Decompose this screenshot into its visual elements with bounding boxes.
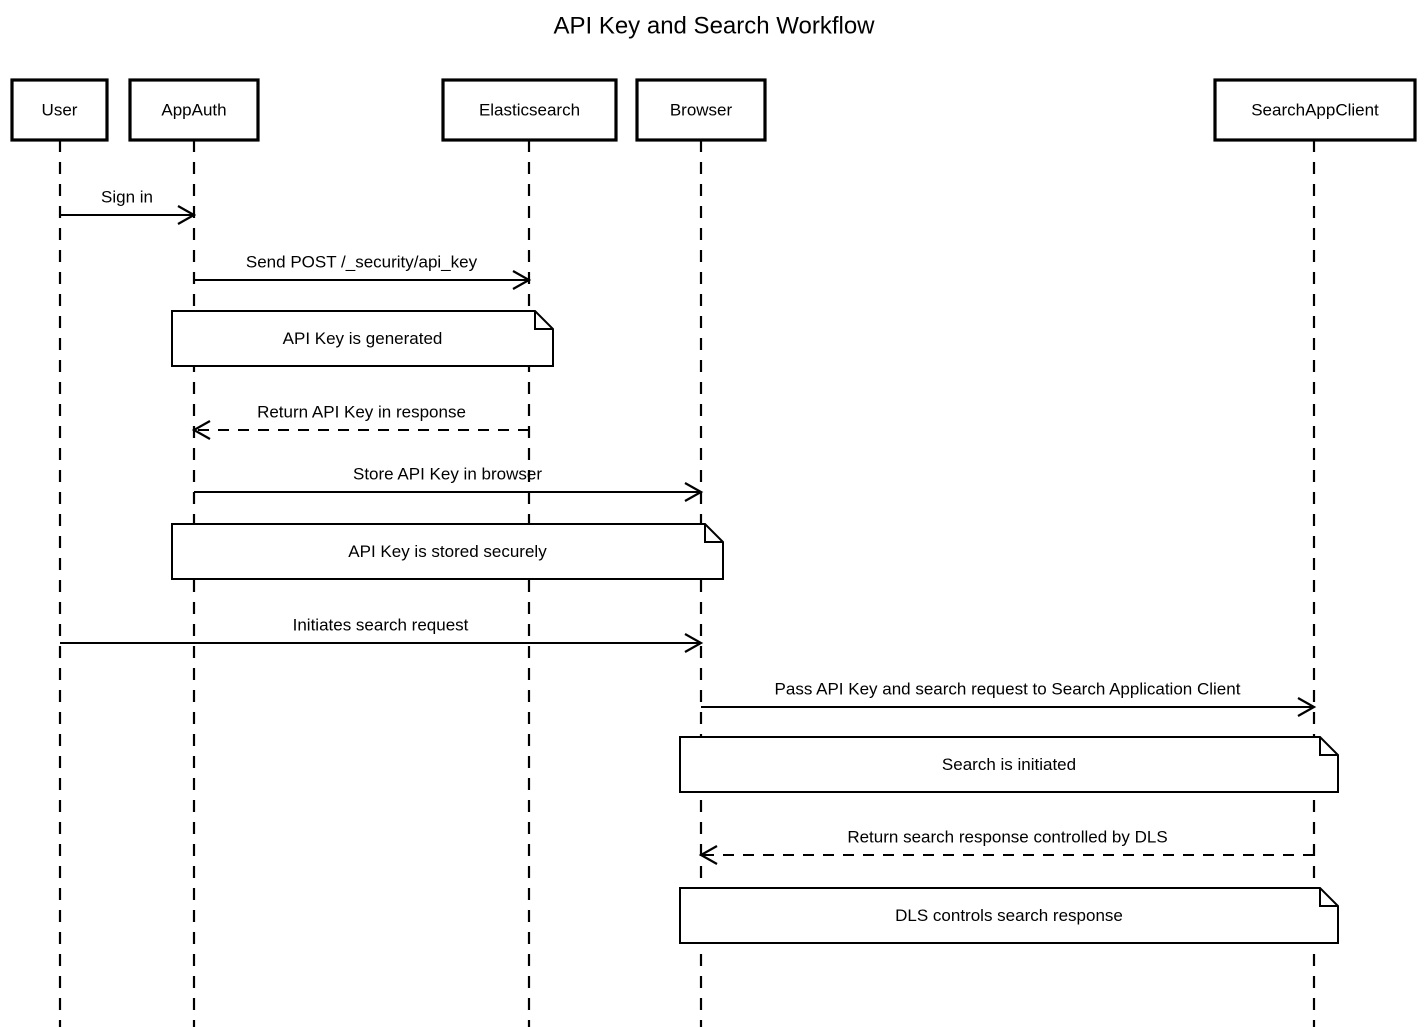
arrowhead-icon bbox=[177, 205, 197, 225]
participant-box bbox=[128, 78, 260, 142]
note-6[interactable]: API Key is stored securely bbox=[171, 523, 724, 580]
participant-box bbox=[1213, 78, 1417, 142]
message-1[interactable]: Sign in bbox=[60, 187, 197, 225]
message-label: Sign in bbox=[101, 187, 153, 206]
note-fold-corner-icon bbox=[534, 311, 553, 330]
message-label: Send POST /_security/api_key bbox=[246, 252, 478, 271]
participant-searchappclient[interactable]: SearchAppClient bbox=[1213, 78, 1417, 142]
message-2[interactable]: Send POST /_security/api_key bbox=[194, 252, 532, 290]
note-fold-corner-icon bbox=[1319, 888, 1338, 907]
participant-box bbox=[10, 78, 109, 142]
participant-label: AppAuth bbox=[161, 100, 226, 119]
arrowhead-icon bbox=[191, 420, 211, 440]
messages-layer: Sign in Send POST /_security/api_keyRetur… bbox=[60, 187, 1317, 865]
note-9[interactable]: Search is initiated bbox=[679, 736, 1339, 793]
note-11[interactable]: DLS controls search response bbox=[679, 887, 1339, 944]
arrowhead-icon bbox=[512, 270, 532, 290]
participant-appauth[interactable]: AppAuth bbox=[128, 78, 260, 142]
message-5[interactable]: Store API Key in browser bbox=[194, 464, 704, 502]
note-body bbox=[171, 310, 554, 367]
message-8[interactable]: Pass API Key and search request to Searc… bbox=[701, 679, 1317, 717]
arrowhead-icon bbox=[1297, 697, 1317, 717]
participants-layer: User AppAuth Elasticsearch Browser SearchApp… bbox=[10, 78, 1417, 142]
participant-label: Browser bbox=[670, 100, 733, 119]
note-label: Search is initiated bbox=[942, 755, 1076, 774]
participant-browser[interactable]: Browser bbox=[635, 78, 767, 142]
note-body bbox=[679, 736, 1339, 793]
note-fold-corner-icon bbox=[1319, 737, 1338, 756]
message-label: Return API Key in response bbox=[257, 402, 466, 421]
participant-label: User bbox=[42, 100, 78, 119]
arrowhead-icon bbox=[684, 633, 704, 653]
participant-elasticsearch[interactable]: Elasticsearch bbox=[441, 78, 618, 142]
note-body bbox=[679, 887, 1339, 944]
arrowhead-icon bbox=[698, 845, 718, 865]
message-label: Initiates search request bbox=[293, 615, 469, 634]
message-label: Pass API Key and search request to Searc… bbox=[775, 679, 1241, 698]
note-body bbox=[171, 523, 724, 580]
message-label: Store API Key in browser bbox=[353, 464, 542, 483]
participant-user[interactable]: User bbox=[10, 78, 109, 142]
message-4[interactable]: Return API Key in response bbox=[191, 402, 529, 440]
note-label: API Key is generated bbox=[283, 329, 443, 348]
diagram-title: API Key and Search Workflow bbox=[553, 12, 875, 39]
participant-box bbox=[441, 78, 618, 142]
message-10[interactable]: Return search response controlled by DLS bbox=[698, 827, 1314, 865]
participant-label: Elasticsearch bbox=[479, 100, 580, 119]
note-label: DLS controls search response bbox=[895, 906, 1123, 925]
lifelines-layer bbox=[58, 140, 1316, 1027]
note-label: API Key is stored securely bbox=[348, 542, 547, 561]
participant-box bbox=[635, 78, 767, 142]
note-3[interactable]: API Key is generated bbox=[171, 310, 554, 367]
note-fold-corner-icon bbox=[704, 524, 723, 543]
arrowhead-icon bbox=[684, 482, 704, 502]
participant-label: SearchAppClient bbox=[1251, 100, 1379, 119]
message-7[interactable]: Initiates search request bbox=[60, 615, 704, 653]
message-label: Return search response controlled by DLS bbox=[847, 827, 1167, 846]
